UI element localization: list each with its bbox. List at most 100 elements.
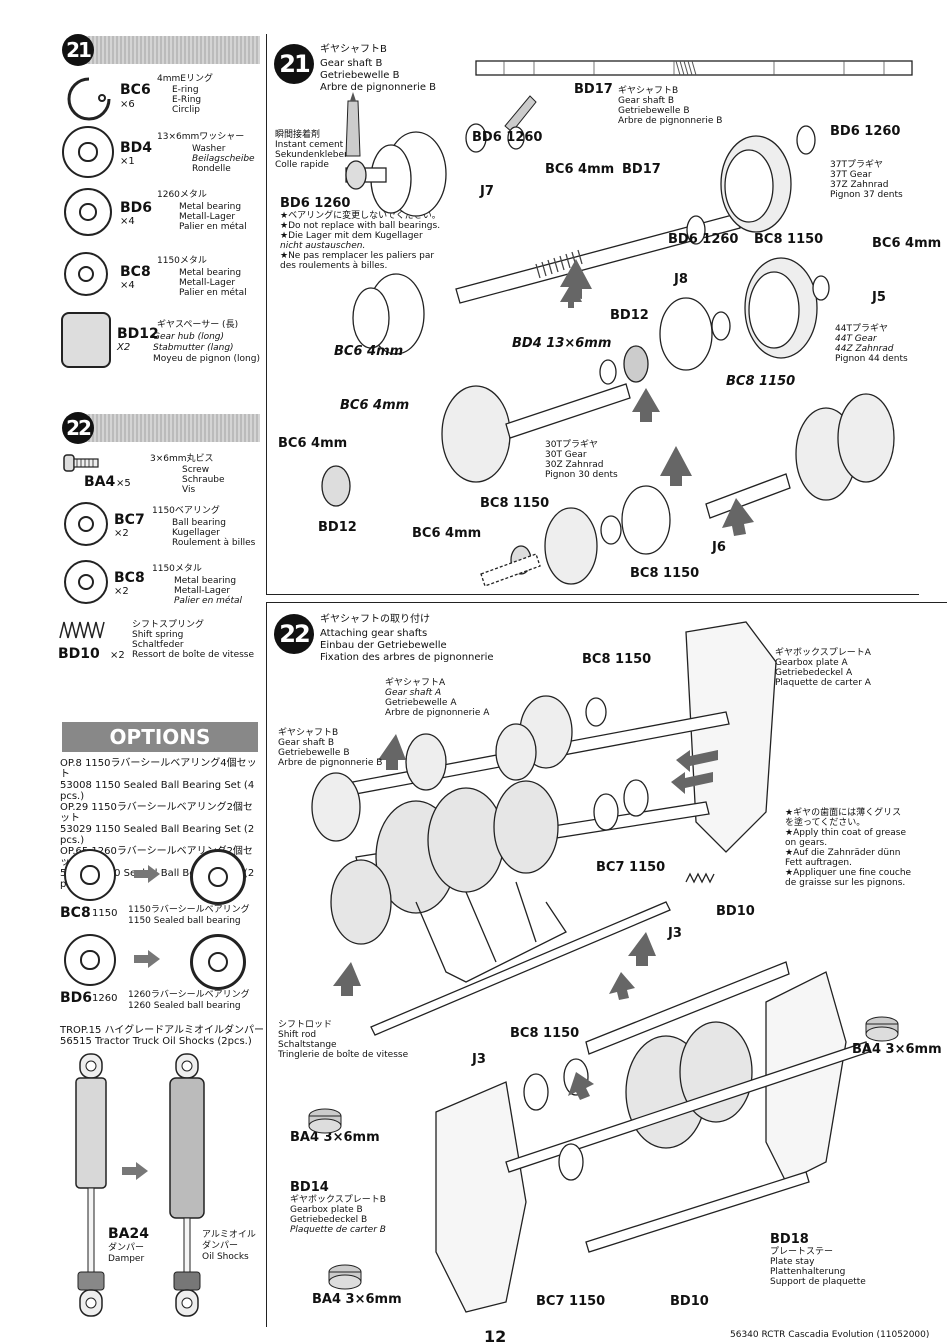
- part-fr: Rondelle: [192, 164, 231, 174]
- bd18-en: Plate stay: [770, 1257, 815, 1267]
- bd6-note-jp: ★ベアリングに変更しないでください。: [280, 211, 441, 221]
- bc8-label: BC8 1150: [582, 652, 652, 667]
- part-qty: ×1: [120, 156, 135, 167]
- gear37-fr: Pignon 37 dents: [830, 190, 903, 200]
- bd12-label: BD12: [610, 308, 649, 323]
- part-de: Schraube: [182, 475, 225, 485]
- j3-label: J3: [472, 1052, 486, 1067]
- part-jp: 1150ベアリング: [152, 506, 220, 516]
- bd18-de: Plattenhalterung: [770, 1267, 846, 1277]
- option-bc8-swap: BC8 1150 1150ラバーシールベアリング 1150 Sealed bal…: [60, 845, 265, 926]
- shift-rod-label: シフトロッド Shift rod Schaltstange Tringlerie…: [278, 1020, 408, 1060]
- bd6-note: BD6 1260 ★ベアリングに変更しないでください。 ★Do not repl…: [280, 196, 480, 271]
- part-code: BD6: [60, 990, 93, 1006]
- gear44-jp: 44Tプラギヤ: [835, 324, 888, 334]
- part-de: Metall-Lager: [174, 586, 231, 596]
- part-qty: ×2: [114, 586, 129, 597]
- bd14-en: Gearbox plate B: [290, 1205, 363, 1215]
- part-code: BC6: [120, 82, 151, 98]
- metal-bearing-icon: [64, 252, 108, 296]
- bd6-label: BD6 1260: [472, 130, 543, 145]
- shift-rod-fr: Tringlerie de boîte de vitesse: [278, 1050, 409, 1060]
- bd12-label: BD12: [318, 520, 357, 535]
- shift-rod-jp: シフトロッド: [278, 1020, 333, 1030]
- j5-label: J5: [872, 290, 886, 305]
- metal-bearing-icon: [64, 188, 112, 236]
- step21-title-fr: Arbre de pignonnerie B: [320, 82, 437, 93]
- washer-icon: [62, 126, 114, 178]
- ba4-label: BA4 3×6mm: [852, 1042, 942, 1057]
- part-de: Metall-Lager: [179, 212, 236, 222]
- shaft-b-jp: ギヤシャフトB: [278, 728, 339, 738]
- gear-shaft-a-label: ギヤシャフトA Gear shaft A Getriebewelle A Arb…: [385, 678, 489, 718]
- bag22-part-bd10: BD10 ×2 シフトスプリング Shift spring Schaltfede…: [58, 618, 263, 668]
- plate-a-de: Getriebedeckel A: [775, 668, 853, 678]
- bag21-part-bd12: BD12 X2 ギヤスペーサー (長) Gear hub (long) Stab…: [55, 312, 265, 372]
- j6-label: J6: [712, 540, 726, 555]
- ba24-jp: ダンパー: [108, 1243, 145, 1253]
- option-line: 53029 1150 Sealed Ball Bearing Set (2 pc…: [60, 824, 255, 846]
- bc6-label: BC6 4mm: [278, 436, 348, 451]
- bd6-note-code: BD6 1260: [280, 196, 351, 211]
- step21-exploded-diagram: [321, 123, 895, 587]
- grease-en1: ★Apply thin coat of grease: [785, 828, 907, 838]
- bc6-label: BC6 4mm: [340, 398, 410, 413]
- gear30-jp: 30Tプラギヤ: [545, 440, 598, 450]
- plate-a-en: Gearbox plate A: [775, 658, 848, 668]
- bd14-code: BD14: [290, 1180, 329, 1195]
- gear44-de: 44Z Zahnrad: [835, 344, 894, 354]
- cement-en: Instant cement: [275, 140, 344, 150]
- step22-badge: 22: [274, 614, 314, 654]
- shift-rod-en: Shift rod: [278, 1030, 317, 1040]
- bd17-label: BD17: [622, 162, 661, 177]
- part-de: Schaltfeder: [132, 640, 184, 650]
- gear30-label: 30Tプラギヤ 30T Gear 30Z Zahnrad Pignon 30 d…: [545, 440, 618, 480]
- bd18-fr: Support de plaquette: [770, 1277, 866, 1287]
- grease-fr2: de graisse sur les pignons.: [785, 878, 906, 888]
- bd14-de: Getriebedeckel B: [290, 1215, 368, 1225]
- plate-a-jp: ギヤボックスプレートA: [775, 648, 871, 658]
- option-line: OP.29 1150ラバーシールベアリング2個セット: [60, 802, 253, 824]
- shaft-a-de: Getriebewelle A: [385, 698, 457, 708]
- bc7-label: BC7 1150: [596, 860, 666, 875]
- bd18-code: BD18: [770, 1232, 809, 1247]
- part-fr: Circlip: [172, 105, 200, 115]
- bag22-part-bc8: BC8 ×2 1150メタル Metal bearing Metall-Lage…: [62, 558, 262, 612]
- part-qty: ×5: [116, 478, 131, 489]
- j7-label: J7: [480, 184, 494, 199]
- grease-fr1: ★Appliquer une fine couche: [785, 868, 912, 878]
- bag21-header-bar: [80, 36, 260, 64]
- part-jp: ギヤスペーサー (長): [157, 320, 239, 330]
- metal-bearing-icon: [64, 560, 108, 604]
- part-code: BD12: [117, 326, 159, 342]
- bd10-label: BD10: [716, 904, 755, 919]
- bag21-part-bd6: BD6 ×4 1260メタル Metal bearing Metall-Lage…: [62, 186, 262, 242]
- part-qty: ×2: [114, 528, 129, 539]
- step21-badge: 21: [274, 44, 314, 84]
- glue-tube-icon: [504, 95, 537, 133]
- part-en: Metal bearing: [179, 202, 242, 212]
- part-en: Shift spring: [132, 630, 184, 640]
- part-jp: シフトスプリング: [132, 620, 205, 630]
- grease-note: ★ギヤの歯面には薄くグリス を塗ってください。 ★Apply thin coat…: [785, 808, 945, 888]
- cement-jp: 瞬間接着剤: [275, 130, 321, 140]
- options-header: OPTIONS: [62, 722, 258, 752]
- shaft-a-jp: ギヤシャフトA: [385, 678, 446, 688]
- ba24-en: Damper: [108, 1254, 145, 1264]
- step21-title-jp: ギヤシャフトB: [320, 44, 387, 55]
- screw-bag-icon: [865, 1016, 899, 1042]
- gearbox-plate-a-label: ギヤボックスプレートA Gearbox plate A Getriebedeck…: [775, 648, 871, 688]
- bag22-part-bc7: BC7 ×2 1150ベアリング Ball bearing Kugellager…: [62, 500, 262, 550]
- part-qty: ×6: [120, 99, 135, 110]
- shaft-b-fr: Arbre de pignonnerie B: [278, 758, 383, 768]
- part-fr: Palier en métal: [179, 222, 247, 232]
- part-jp: 1150メタル: [152, 564, 202, 574]
- shift-rod-de: Schaltstange: [278, 1040, 337, 1050]
- step22-exploded-diagram: [311, 621, 870, 1313]
- part-code: BD6: [120, 200, 153, 216]
- part-code: BD4: [120, 140, 153, 156]
- bag22-badge: 22: [62, 412, 94, 444]
- e-ring-icon: [67, 77, 111, 121]
- bc8-label: BC8 1150: [726, 374, 796, 389]
- arrow-right-icon: [134, 865, 160, 883]
